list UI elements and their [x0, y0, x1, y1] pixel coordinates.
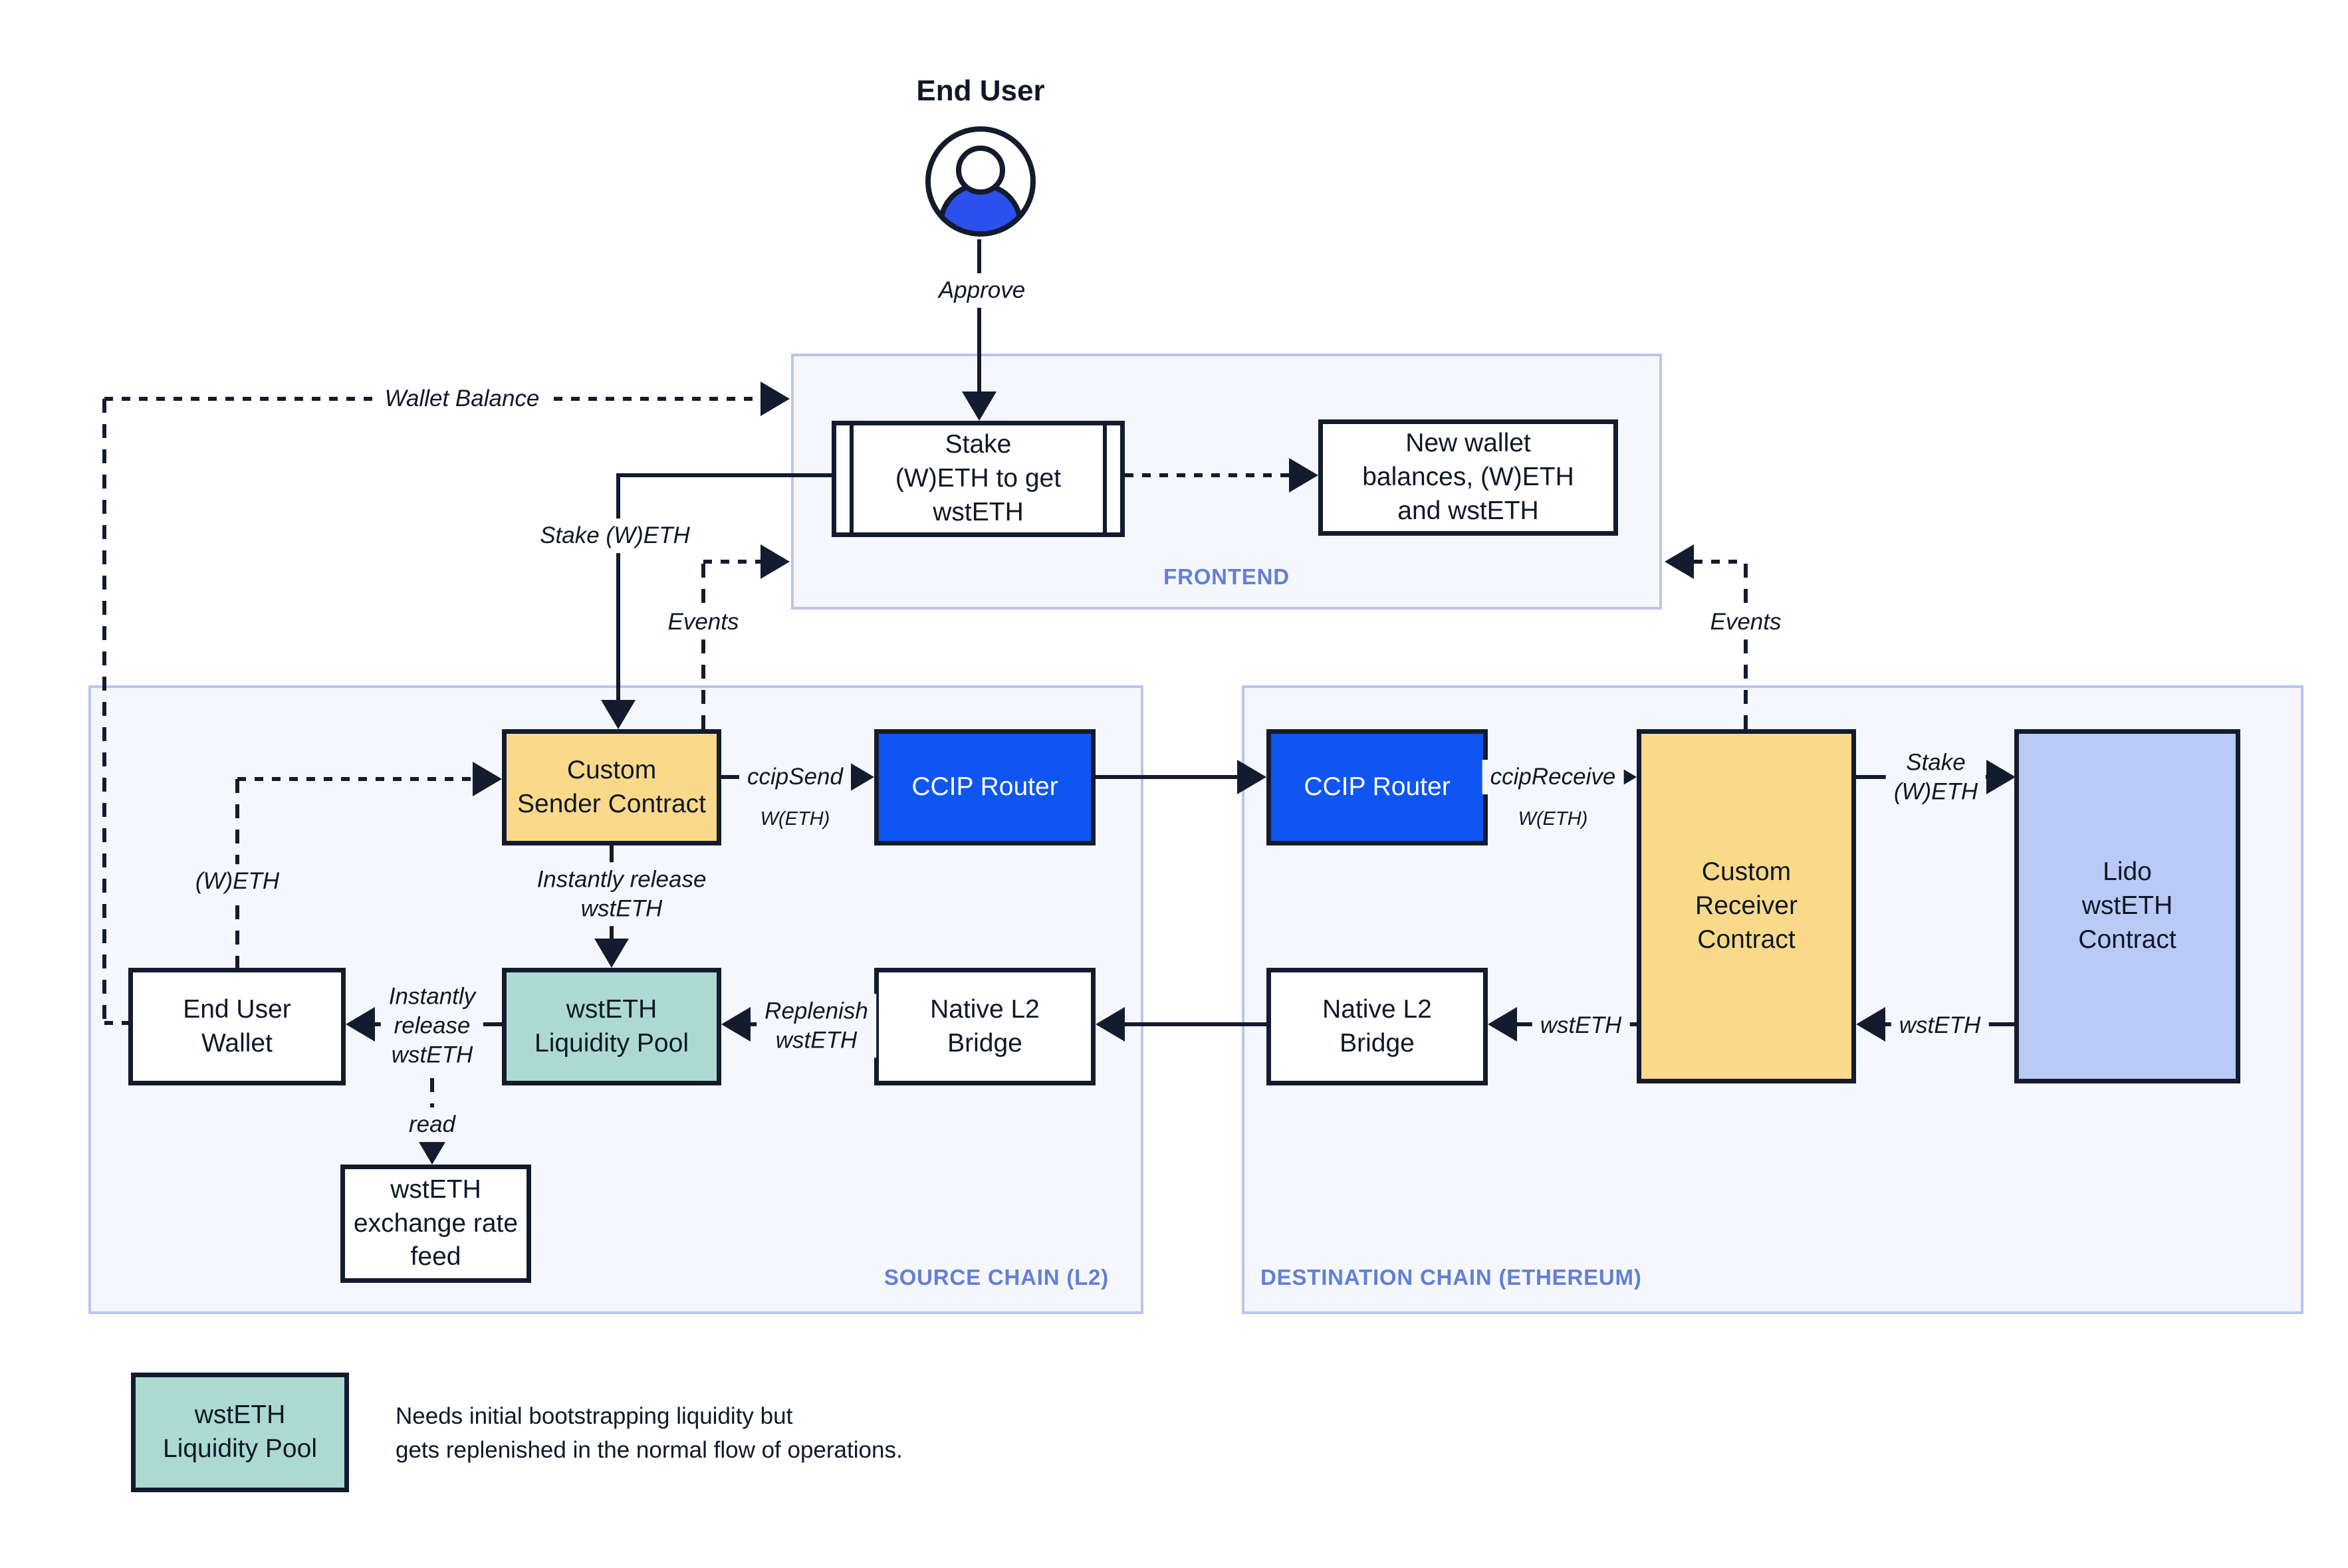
instant-release-arrowhead [594, 939, 629, 968]
new-wallet-balances-box: New wallet balances, (W)ETH and wstETH [1318, 419, 1618, 536]
edge-label-events-left: Events [659, 605, 747, 639]
read-line [430, 1078, 434, 1137]
edge-label-approve: Approve [930, 273, 1034, 308]
stake-cta-box: Stake (W)ETH to get wstETH [832, 421, 1125, 537]
events-left-arrowhead [761, 544, 790, 579]
end-user-wallet-box: End User Wallet [128, 968, 346, 1085]
edge-label-instant-release-v: Instantly release wstETH [528, 862, 715, 926]
stake-weth-arrowhead [601, 700, 636, 729]
stake-to-newwallet-arrowhead [1289, 458, 1318, 493]
events-right-line-v [1744, 564, 1748, 729]
approve-line [977, 239, 981, 395]
wallet-balance-line-v [102, 399, 106, 1025]
legend-swatch-box: wstETH Liquidity Pool [131, 1373, 349, 1492]
edge-label-weth: (W)ETH [187, 864, 288, 899]
weth-arrowhead [473, 762, 502, 796]
wsteth-liquidity-pool-box: wstETH Liquidity Pool [502, 968, 721, 1085]
weth-line-h [237, 777, 471, 781]
router-to-router-line [1096, 775, 1237, 779]
stake-weth-line-h [616, 473, 832, 477]
edge-label-wallet-balance: Wallet Balance [376, 382, 548, 416]
ccip-router-right-box: CCIP Router [1266, 729, 1488, 845]
edge-label-ccipreceive-sub: W(ETH) [1518, 808, 1588, 830]
bridge-to-bridge-arrowhead [1096, 1007, 1125, 1042]
edge-label-instant-release-h: Instantly release wstETH [380, 979, 484, 1072]
receiver-to-bridge-arrowhead [1488, 1007, 1517, 1042]
destination-chain-label: DESTINATION CHAIN (ETHEREUM) [1260, 1265, 1642, 1289]
custom-sender-contract-box: Custom Sender Contract [502, 729, 721, 845]
end-user-title: End User [916, 74, 1045, 107]
events-left-line-v [701, 564, 705, 729]
edge-label-stake-weth-right: Stake (W)ETH [1885, 745, 1986, 809]
router-to-router-arrowhead [1237, 760, 1266, 794]
stake-to-newwallet-line [1125, 473, 1289, 477]
edge-label-read: read [400, 1107, 464, 1142]
edge-label-replenish: Replenish wstETH [757, 994, 876, 1058]
edge-label-ccipsend: ccipSend [739, 760, 851, 794]
approve-arrowhead [962, 392, 997, 421]
events-right-arrowhead [1665, 544, 1694, 579]
person-icon [925, 126, 1036, 237]
frontend-label: FRONTEND [1163, 564, 1290, 589]
stake-weth-line-v [616, 473, 620, 703]
source-chain-label: SOURCE CHAIN (L2) [883, 1265, 1109, 1289]
edge-label-ccipsend-sub: W(ETH) [760, 808, 830, 830]
pool-to-wallet-arrowhead [346, 1007, 375, 1042]
wallet-balance-line-stub [104, 1021, 131, 1025]
lido-to-receiver-arrowhead [1856, 1007, 1885, 1042]
native-l2-bridge-left-box: Native L2 Bridge [874, 968, 1096, 1085]
events-left-line-h [703, 560, 761, 564]
wallet-balance-arrowhead [761, 382, 790, 416]
edge-label-ccipreceive: ccipReceive [1482, 760, 1624, 794]
edge-label-events-right: Events [1702, 605, 1790, 639]
stake-weth-right-arrowhead [1986, 760, 2016, 794]
ccip-router-left-box: CCIP Router [874, 729, 1096, 845]
bridge-to-bridge-line [1122, 1022, 1266, 1026]
custom-receiver-contract-box: Custom Receiver Contract [1637, 729, 1856, 1083]
edge-label-wsteth-mid: wstETH [1532, 1008, 1630, 1043]
wsteth-exchange-rate-feed-box: wstETH exchange rate feed [340, 1165, 531, 1283]
legend-note: Needs initial bootstrapping liquidity bu… [396, 1403, 903, 1463]
native-l2-bridge-right-box: Native L2 Bridge [1266, 968, 1488, 1085]
edge-label-wsteth-right: wstETH [1891, 1008, 1989, 1043]
lido-wsteth-contract-box: Lido wstETH Contract [2014, 729, 2240, 1083]
replenish-arrowhead [721, 1007, 751, 1042]
edge-label-stake-weth: Stake (W)ETH [532, 518, 698, 553]
events-right-line-h [1694, 560, 1746, 564]
